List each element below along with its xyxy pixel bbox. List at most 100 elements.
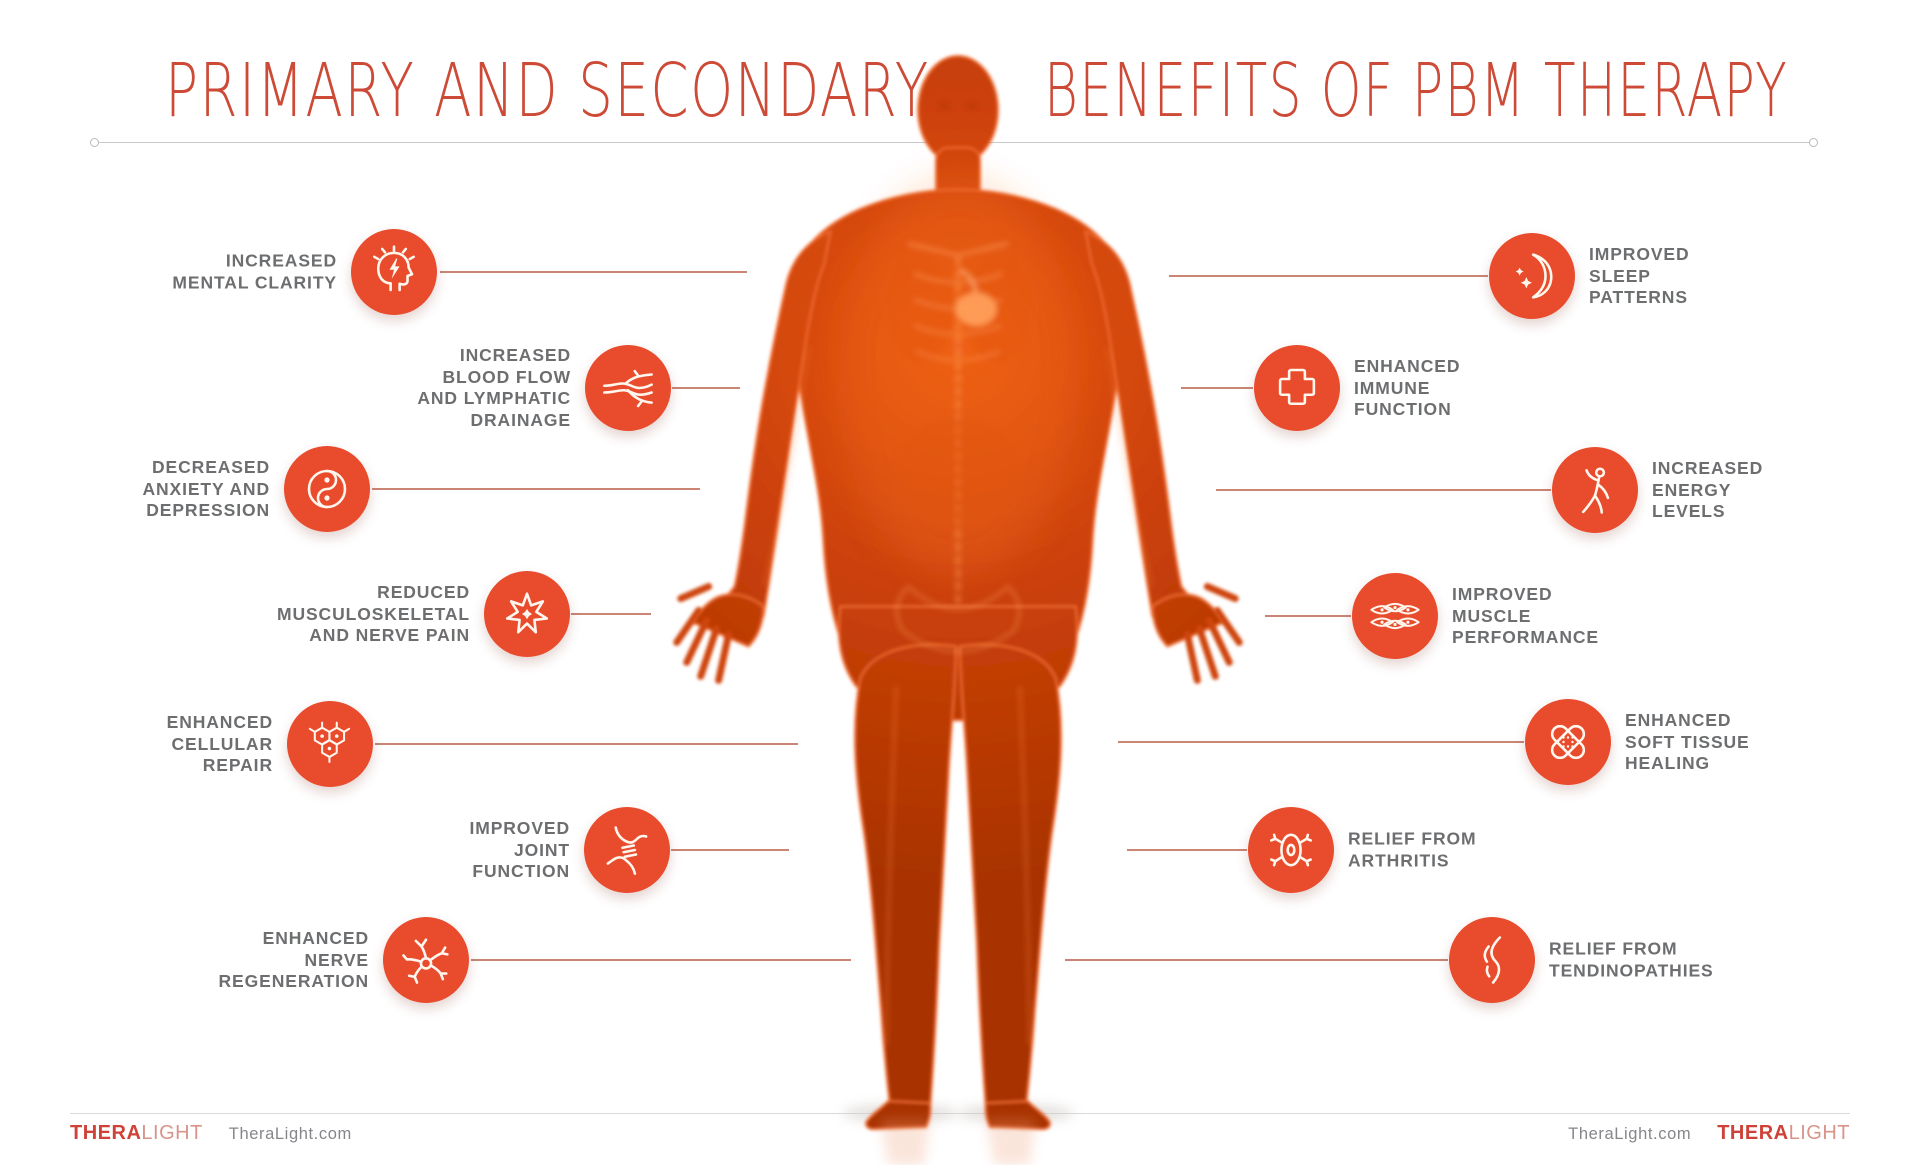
benefit-label-line: REGENERATION xyxy=(218,970,369,991)
connector-line-tendinopathies-relief xyxy=(1065,959,1448,961)
vessels-icon xyxy=(603,369,653,408)
muscle-fibers-icon xyxy=(1370,602,1420,630)
benefit-label-line: IMPROVED xyxy=(1589,243,1690,264)
benefit-label-line: ANXIETY AND xyxy=(142,478,270,499)
benefit-icon-circle-sleep-patterns xyxy=(1489,233,1575,319)
connector-line-arthritis-relief xyxy=(1127,849,1247,851)
active-person-icon xyxy=(1581,467,1610,514)
benefit-icon-circle-blood-flow xyxy=(585,345,671,431)
benefit-icon-circle-arthritis-relief xyxy=(1248,807,1334,893)
benefit-icon-circle-joint-function xyxy=(584,807,670,893)
benefit-label-line: ENHANCED xyxy=(1625,709,1732,730)
benefit-icon-circle-energy-levels xyxy=(1552,447,1638,533)
benefit-icon-circle-immune-function xyxy=(1254,345,1340,431)
benefit-icon-circle-soft-tissue-healing xyxy=(1525,699,1611,785)
logo-bold-part: THERA xyxy=(1717,1122,1789,1144)
page-title-left: PRIMARY AND SECONDARY xyxy=(165,48,930,134)
benefit-icon-circle-nerve-regeneration xyxy=(383,917,469,1003)
connector-line-immune-function xyxy=(1181,387,1253,389)
body-inner-anatomy xyxy=(762,102,1154,1046)
benefit-label-line: RELIEF FROM xyxy=(1549,938,1678,959)
benefit-label-line: DEPRESSION xyxy=(146,499,270,520)
benefit-label-line: INCREASED xyxy=(225,250,337,271)
benefit-label-line: AND NERVE PAIN xyxy=(309,624,470,645)
benefit-label-line: IMPROVED xyxy=(469,817,570,838)
theralight-url-link[interactable]: TheraLight.com xyxy=(228,1125,352,1143)
header-line-end-dot-right xyxy=(1809,138,1818,147)
connector-line-blood-flow xyxy=(672,387,740,389)
logo-light-part: LIGHT xyxy=(141,1122,203,1144)
benefit-label-line: ENHANCED xyxy=(262,927,369,948)
cell-mite-icon xyxy=(1270,833,1312,867)
benefit-label-line: MENTAL CLARITY xyxy=(172,272,337,292)
benefit-label-line: TENDINOPATHIES xyxy=(1549,960,1714,980)
joint-icon xyxy=(606,826,648,875)
header-line-end-dot-left xyxy=(90,138,99,147)
benefit-icon-circle-mental-clarity xyxy=(351,229,437,315)
page-title-right: BENEFITS OF PBM THERAPY xyxy=(1044,48,1789,134)
medical-cross-icon xyxy=(1278,368,1316,406)
moon-stars-icon xyxy=(1515,253,1553,299)
connector-line-muscle-performance xyxy=(1265,615,1351,617)
connector-line-soft-tissue-healing xyxy=(1118,741,1524,743)
body-reflection xyxy=(880,1119,1036,1165)
benefit-label-line: ENERGY xyxy=(1652,479,1732,500)
logo-light-part: LIGHT xyxy=(1788,1122,1850,1144)
neuron-icon xyxy=(402,938,449,984)
connector-line-musculoskeletal-pain xyxy=(571,613,651,615)
benefit-label-line: MUSCULOSKELETAL xyxy=(276,603,470,624)
benefit-icon-circle-anxiety-depression xyxy=(284,446,370,532)
theralight-logo: THERALIGHT xyxy=(70,1122,203,1145)
benefit-label-line: RELIEF FROM xyxy=(1348,828,1477,849)
benefit-label-line: DECREASED xyxy=(152,456,270,477)
benefit-label-line: BLOOD FLOW xyxy=(442,366,571,387)
benefit-label-line: FUNCTION xyxy=(472,860,570,881)
benefit-label-line: IMMUNE xyxy=(1354,377,1431,398)
logo-bold-part: THERA xyxy=(70,1122,142,1144)
theralight-logo: THERALIGHT xyxy=(1717,1122,1850,1145)
benefit-label-line: INCREASED xyxy=(459,345,571,365)
benefit-label-line: REPAIR xyxy=(202,754,273,775)
benefit-icon-circle-cellular-repair xyxy=(287,701,373,787)
benefit-label-line: LEVELS xyxy=(1652,500,1726,521)
benefit-label-line: PATTERNS xyxy=(1589,286,1688,307)
benefit-label-line: IMPROVED xyxy=(1452,583,1553,604)
theralight-url-link[interactable]: TheraLight.com xyxy=(1568,1125,1692,1143)
benefit-label-line: AND LYMPHATIC xyxy=(417,388,571,408)
footer-left: THERALIGHT TheraLight.com xyxy=(70,1122,352,1145)
benefit-label-line: REDUCED xyxy=(377,581,470,602)
benefit-label-line: CELLULAR xyxy=(171,733,273,754)
hexagon-cells-icon xyxy=(308,721,351,764)
connector-line-energy-levels xyxy=(1216,489,1551,491)
benefit-label-line: DRAINAGE xyxy=(470,409,571,430)
head-lightbulb-icon xyxy=(373,245,415,292)
benefit-icon-circle-musculoskeletal-pain xyxy=(484,571,570,657)
benefit-icon-circle-muscle-performance xyxy=(1352,573,1438,659)
footer-right: TheraLight.com THERALIGHT xyxy=(1568,1122,1850,1145)
starburst-icon xyxy=(505,592,549,634)
benefit-label-line: INCREASED xyxy=(1652,457,1764,478)
crossed-bandages-icon xyxy=(1550,724,1586,760)
benefit-label-line: MUSCLE xyxy=(1452,605,1532,626)
benefit-label-line: FUNCTION xyxy=(1354,398,1452,419)
benefit-label-line: ARTHRITIS xyxy=(1348,850,1450,870)
benefit-label-line: SOFT TISSUE xyxy=(1625,731,1750,752)
benefit-icon-circle-tendinopathies-relief xyxy=(1449,917,1535,1003)
benefit-label-line: ENHANCED xyxy=(166,711,273,732)
connector-line-joint-function xyxy=(671,849,789,851)
benefit-label-line: ENHANCED xyxy=(1354,355,1461,376)
connector-line-nerve-regeneration xyxy=(471,959,851,961)
benefit-label-line: NERVE xyxy=(304,949,369,970)
